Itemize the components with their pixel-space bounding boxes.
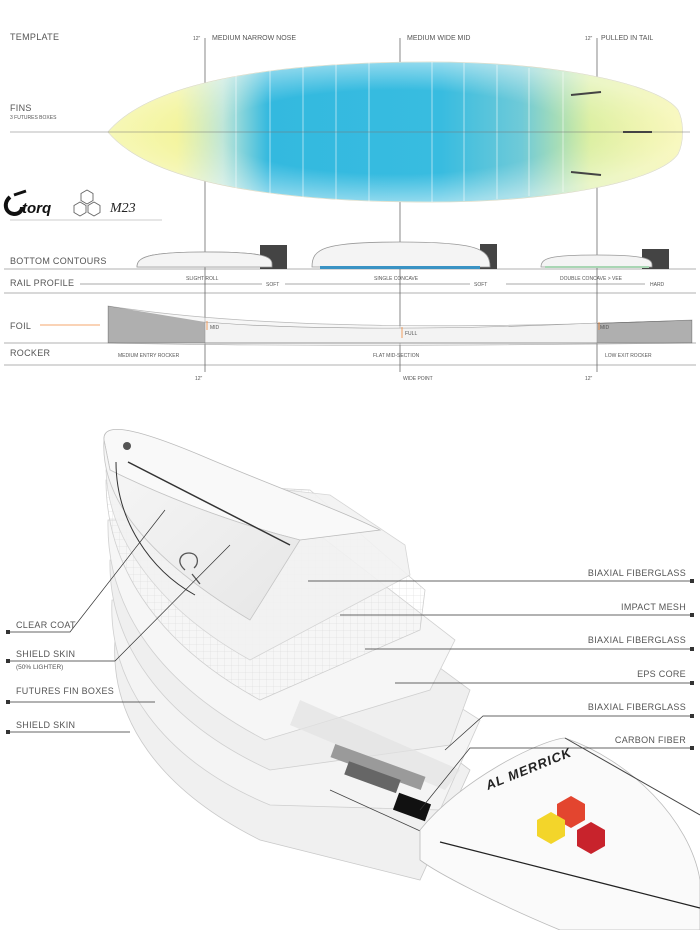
tail-desc: PULLED IN TAIL [601, 35, 653, 42]
model-name: M23 [109, 201, 136, 216]
contour-tail [541, 249, 669, 269]
rail-hard: HARD [650, 282, 665, 288]
contour-mid-label: SINGLE CONCAVE [374, 276, 419, 282]
torq-logo: torq [6, 191, 51, 217]
double-concave-mark [545, 266, 649, 268]
rocker-exit: LOW EXIT ROCKER [605, 353, 652, 359]
rocker-entry: MEDIUM ENTRY ROCKER [118, 353, 180, 359]
rocker-mid: FLAT MID-SECTION [373, 353, 420, 359]
bottom-nose-mark: 12" [195, 376, 203, 382]
rail-profile-label: RAIL PROFILE [10, 278, 74, 288]
foil-label: FOIL [10, 321, 31, 331]
foil-full: FULL [405, 331, 417, 337]
fins-sublabel: 3 FUTURES BOXES [10, 115, 57, 121]
nose-desc: MEDIUM NARROW NOSE [212, 35, 296, 42]
bottom-wide-mark: WIDE POINT [403, 376, 433, 382]
layer-shield-skin-bottom: SHIELD SKIN [16, 720, 75, 730]
contour-nose [137, 245, 287, 269]
leash-plug [123, 442, 131, 450]
al-merrick-hex-logo [74, 190, 100, 216]
layer-shield-skin-sub: (50% LIGHTER) [16, 664, 63, 671]
rail-soft-2: SOFT [474, 282, 487, 288]
contour-nose-label: SLIGHT ROLL [186, 276, 219, 282]
layer-shield-skin-top: SHIELD SKIN [16, 649, 75, 659]
fins-label: FINS [10, 103, 32, 113]
contour-mid [312, 242, 497, 269]
torq-logo-text: torq [22, 200, 51, 217]
layer-clear-coat: CLEAR COAT [16, 620, 76, 630]
layer-futures-fin-boxes: FUTURES FIN BOXES [16, 686, 114, 696]
layer-biaxial-fiberglass-2: BIAXIAL FIBERGLASS [588, 635, 686, 645]
bottom-tail-mark: 12" [585, 376, 593, 382]
board-outline [10, 62, 690, 202]
template-label: TEMPLATE [10, 32, 59, 42]
layer-biaxial-fiberglass-3: BIAXIAL FIBERGLASS [588, 702, 686, 712]
layer-carbon-fiber: CARBON FIBER [615, 735, 686, 745]
foil-mid-2: MID [600, 325, 610, 331]
rocker-label: ROCKER [10, 348, 51, 358]
exploded-board: AL MERRICK [104, 429, 700, 930]
mid-desc: MEDIUM WIDE MID [407, 35, 470, 42]
tail-12-mark: 12" [585, 36, 593, 42]
bottom-contours-label: BOTTOM CONTOURS [10, 256, 107, 266]
nose-12-mark: 12" [193, 36, 201, 42]
layer-impact-mesh: IMPACT MESH [621, 602, 686, 612]
contour-tail-label: DOUBLE CONCAVE > VEE [560, 276, 623, 282]
rail-soft-1: SOFT [266, 282, 279, 288]
foil-mid-1: MID [210, 325, 220, 331]
single-concave-mark [320, 266, 480, 269]
layer-eps-core: EPS CORE [637, 669, 686, 679]
layer-biaxial-fiberglass-1: BIAXIAL FIBERGLASS [588, 568, 686, 578]
